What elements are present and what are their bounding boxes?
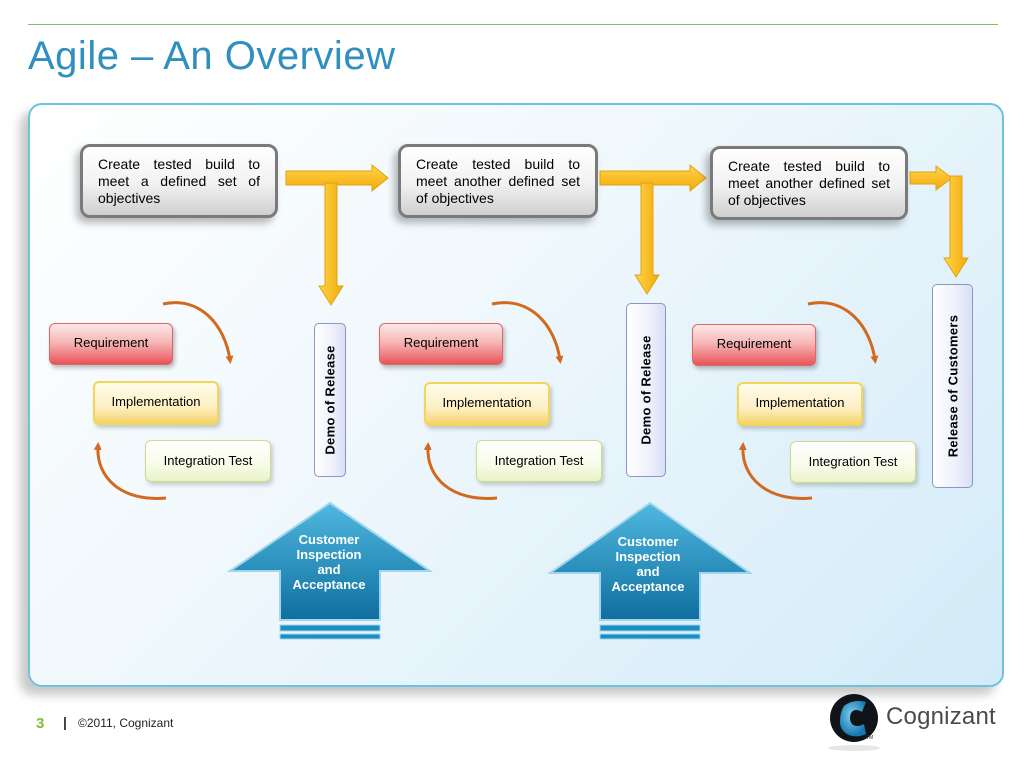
implementation-step-3: Implementation xyxy=(737,382,863,426)
customer-inspection-label-2: Customer Inspection and Acceptance xyxy=(611,534,685,594)
milestone-label: Demo of Release xyxy=(638,335,654,445)
requirement-step-2: Requirement xyxy=(379,323,503,365)
requirement-step-3: Requirement xyxy=(692,324,816,366)
customer-inspection-label-1: Customer Inspection and Acceptance xyxy=(292,532,366,592)
customer-arrow-2 xyxy=(546,501,754,640)
integration-test-step-3: Integration Test xyxy=(790,441,916,483)
milestone-release-of-customers: Release of Customers xyxy=(932,284,973,488)
footer-separator: | xyxy=(63,714,67,730)
down-arrow-3 xyxy=(943,175,969,278)
cognizant-logo-icon: TM xyxy=(828,694,880,751)
integration-test-step-2: Integration Test xyxy=(476,440,602,482)
cognizant-logo-text: Cognizant xyxy=(886,703,996,730)
objective-arrow-3 xyxy=(909,165,953,191)
objective-arrow-1 xyxy=(285,163,389,193)
logo-tm: TM xyxy=(866,735,873,741)
copyright-text: ©2011, Cognizant xyxy=(78,716,174,730)
milestone-label: Release of Customers xyxy=(945,314,960,458)
milestone-demo-of-release-2: Demo of Release xyxy=(626,303,666,477)
implementation-step-2: Implementation xyxy=(424,382,550,426)
header-rule xyxy=(28,24,998,25)
milestone-demo-of-release-1: Demo of Release xyxy=(314,323,346,477)
cycle-arrows-3 xyxy=(738,301,879,500)
requirement-step-1: Requirement xyxy=(49,323,173,365)
objective-box-2: Create tested build to meet another defi… xyxy=(398,144,598,218)
page-number: 3 xyxy=(36,715,45,732)
objective-box-3: Create tested build to meet another defi… xyxy=(710,146,908,220)
objective-box-1: Create tested build to meet a defined se… xyxy=(80,144,278,218)
page-title: Agile – An Overview xyxy=(28,34,396,78)
milestone-label: Demo of Release xyxy=(322,345,338,455)
cycle-arrows-1 xyxy=(93,301,234,500)
down-arrow-1 xyxy=(318,182,344,306)
customer-arrow-1 xyxy=(226,501,434,640)
objective-arrow-2 xyxy=(599,163,707,193)
implementation-step-1: Implementation xyxy=(93,381,219,425)
down-arrow-2 xyxy=(634,182,660,295)
integration-test-step-1: Integration Test xyxy=(145,440,271,482)
cycle-arrows-2 xyxy=(423,301,564,500)
